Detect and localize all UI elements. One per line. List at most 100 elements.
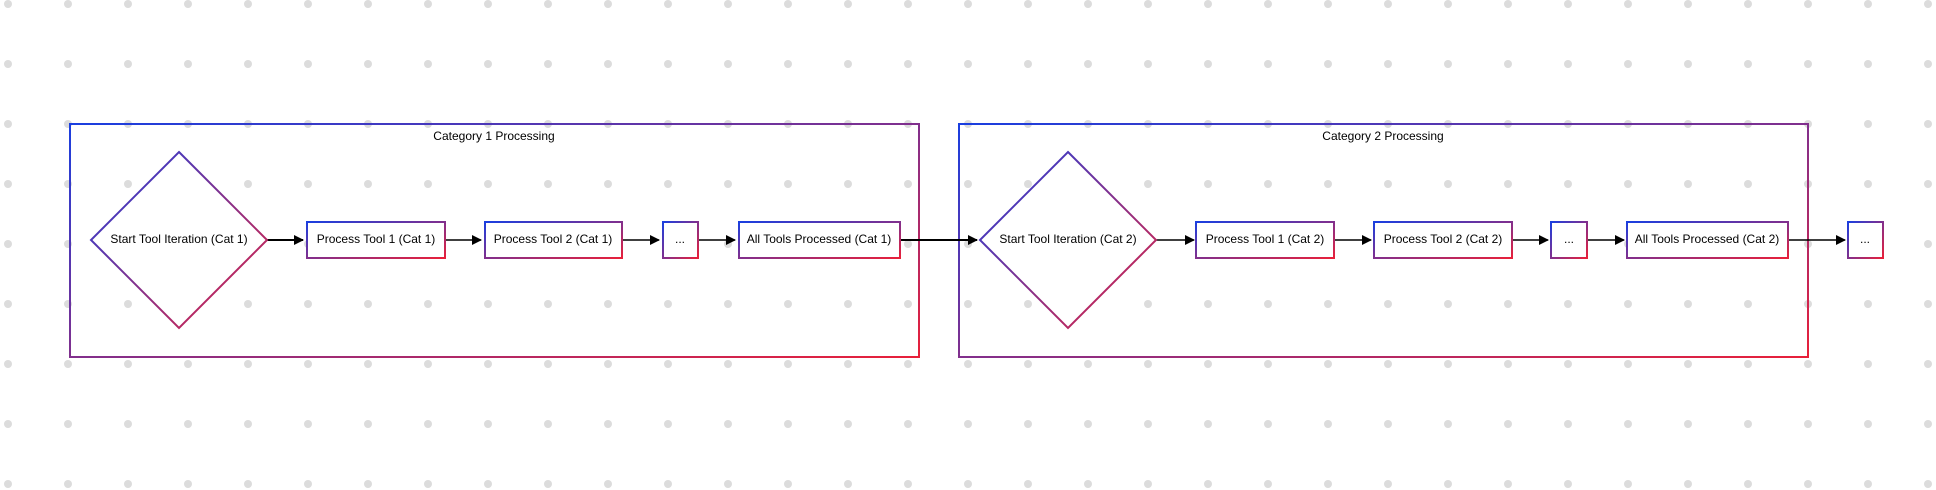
background-dot xyxy=(364,480,372,488)
background-dot xyxy=(244,300,252,308)
background-dot xyxy=(1264,180,1272,188)
background-dot xyxy=(1084,420,1092,428)
background-dot xyxy=(1804,480,1812,488)
background-dot xyxy=(1144,300,1152,308)
background-dot xyxy=(1624,0,1632,8)
background-dot xyxy=(544,360,552,368)
background-dot xyxy=(1144,480,1152,488)
background-dot xyxy=(1384,60,1392,68)
background-dot xyxy=(364,300,372,308)
node-ellipsis-cat2[interactable]: ... xyxy=(1550,221,1588,259)
background-dot xyxy=(364,420,372,428)
background-dot xyxy=(124,420,132,428)
background-dot xyxy=(964,0,972,8)
background-dot xyxy=(244,420,252,428)
background-dot xyxy=(724,60,732,68)
background-dot xyxy=(724,480,732,488)
background-dot xyxy=(4,60,12,68)
background-dot xyxy=(604,360,612,368)
node-process-tool2-cat1[interactable]: Process Tool 2 (Cat 1) xyxy=(484,221,623,259)
background-dot xyxy=(4,0,12,8)
background-dot xyxy=(1804,0,1812,8)
background-dot xyxy=(184,420,192,428)
background-dot xyxy=(784,480,792,488)
background-dot xyxy=(1744,180,1752,188)
node-start-cat1[interactable]: Start Tool Iteration (Cat 1) xyxy=(89,150,269,330)
node-process-tool1-cat1[interactable]: Process Tool 1 (Cat 1) xyxy=(306,221,446,259)
background-dot xyxy=(484,180,492,188)
background-dot xyxy=(184,360,192,368)
background-dot xyxy=(304,420,312,428)
background-dot xyxy=(784,420,792,428)
background-dot xyxy=(724,300,732,308)
background-dot xyxy=(1324,0,1332,8)
node-all-processed-cat1[interactable]: All Tools Processed (Cat 1) xyxy=(738,221,901,259)
background-dot xyxy=(1444,180,1452,188)
background-dot xyxy=(1924,360,1932,368)
background-dot xyxy=(1744,480,1752,488)
background-dot xyxy=(844,180,852,188)
background-dot xyxy=(4,480,12,488)
background-dot xyxy=(1084,60,1092,68)
background-dot xyxy=(784,300,792,308)
background-dot xyxy=(1204,480,1212,488)
background-dot xyxy=(1384,420,1392,428)
background-dot xyxy=(364,60,372,68)
background-dot xyxy=(1324,420,1332,428)
background-dot xyxy=(964,60,972,68)
background-dot xyxy=(1444,360,1452,368)
background-dot xyxy=(1084,0,1092,8)
background-dot xyxy=(664,60,672,68)
background-dot xyxy=(1564,0,1572,8)
background-dot xyxy=(1744,420,1752,428)
node-process-tool1-cat2[interactable]: Process Tool 1 (Cat 2) xyxy=(1195,221,1335,259)
node-all-processed-cat2[interactable]: All Tools Processed (Cat 2) xyxy=(1626,221,1789,259)
background-dot xyxy=(4,360,12,368)
background-dot xyxy=(304,480,312,488)
background-dot xyxy=(904,420,912,428)
background-dot xyxy=(1024,360,1032,368)
background-dot xyxy=(1144,420,1152,428)
background-dot xyxy=(904,0,912,8)
background-dot xyxy=(1204,60,1212,68)
background-dot xyxy=(544,60,552,68)
background-dot xyxy=(544,480,552,488)
background-dot xyxy=(1624,480,1632,488)
background-dot xyxy=(1684,480,1692,488)
background-dot xyxy=(1024,420,1032,428)
background-dot xyxy=(604,180,612,188)
node-ellipsis-cat1[interactable]: ... xyxy=(662,221,699,259)
background-dot xyxy=(724,180,732,188)
background-dot xyxy=(364,0,372,8)
background-dot xyxy=(1924,480,1932,488)
background-dot xyxy=(964,300,972,308)
background-dot xyxy=(1264,420,1272,428)
background-dot xyxy=(1024,480,1032,488)
background-dot xyxy=(1564,60,1572,68)
background-dot xyxy=(4,300,12,308)
background-dot xyxy=(124,300,132,308)
background-dot xyxy=(544,180,552,188)
background-dot xyxy=(604,0,612,8)
background-dot xyxy=(64,420,72,428)
background-dot xyxy=(424,480,432,488)
background-dot xyxy=(1624,60,1632,68)
background-dot xyxy=(1024,0,1032,8)
background-dot xyxy=(604,60,612,68)
node-start-cat2[interactable]: Start Tool Iteration (Cat 2) xyxy=(978,150,1158,330)
node-process-tool2-cat2[interactable]: Process Tool 2 (Cat 2) xyxy=(1373,221,1513,259)
background-dot xyxy=(904,360,912,368)
background-dot xyxy=(784,60,792,68)
background-dot xyxy=(604,420,612,428)
background-dot xyxy=(1564,480,1572,488)
node-ellipsis-next[interactable]: ... xyxy=(1847,221,1884,259)
background-dot xyxy=(964,420,972,428)
background-dot xyxy=(1624,180,1632,188)
background-dot xyxy=(1084,360,1092,368)
group-category-2-title: Category 2 Processing xyxy=(1322,129,1443,143)
background-dot xyxy=(844,420,852,428)
background-dot xyxy=(724,240,732,248)
background-dot xyxy=(1144,60,1152,68)
background-dot xyxy=(1504,180,1512,188)
